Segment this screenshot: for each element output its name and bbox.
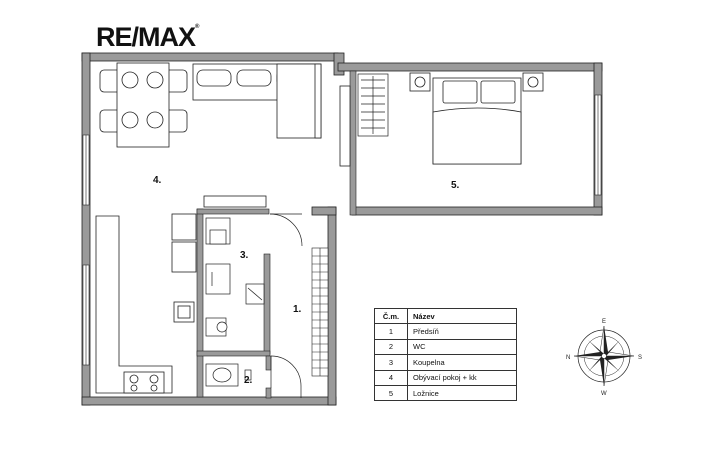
bed	[409, 72, 544, 165]
legend-cell-name: Ložnice	[407, 384, 517, 402]
legend-header-number: Č.m.	[374, 307, 408, 325]
room-label-5: 5.	[451, 180, 460, 191]
room-label-4: 4.	[153, 175, 162, 186]
windows	[82, 94, 602, 366]
room-label-1: 1.	[293, 304, 302, 315]
wardrobe-hall	[311, 247, 329, 377]
room-label-3: 3.	[240, 250, 249, 261]
dining-table	[99, 62, 188, 148]
wardrobe-bedroom	[357, 73, 389, 137]
doors	[269, 213, 303, 398]
legend-header-name: Název	[407, 307, 517, 325]
logo-text: RE/MAX	[96, 22, 196, 52]
legend-cell-number: 3	[374, 354, 408, 371]
compass-rose: N E S W	[566, 319, 642, 397]
interior-walls	[196, 70, 357, 399]
legend-cell-number: 2	[374, 338, 408, 356]
table-row: 2 WC	[374, 338, 517, 356]
legend-cell-number: 5	[374, 384, 408, 402]
table-row: 5 Ložnice	[374, 384, 517, 402]
sofa	[192, 63, 351, 167]
room-legend-table: Č.m. Název 1 Předsíň 2 WC 3 Koupelna 4 O…	[374, 307, 517, 402]
legend-cell-number: 1	[374, 323, 408, 340]
legend-cell-name: Předsíň	[407, 323, 517, 340]
compass-n-label: N	[566, 355, 570, 361]
legend-cell-name: Koupelna	[407, 354, 517, 371]
registered-mark: ®	[195, 24, 200, 30]
table-row: 3 Koupelna	[374, 354, 517, 371]
room-label-2: 2.	[244, 375, 253, 386]
bathroom-fixtures	[205, 217, 265, 387]
legend-cell-number: 4	[374, 369, 408, 386]
legend-cell-name: Obývací pokoj + kk	[407, 369, 517, 386]
legend-cell-name: WC	[407, 338, 517, 356]
legend-header-row: Č.m. Název	[374, 307, 517, 325]
compass-w-label: W	[601, 391, 607, 397]
table-row: 4 Obývací pokoj + kk	[374, 369, 517, 386]
kitchen-counter	[95, 195, 267, 394]
compass-s-label: S	[638, 355, 642, 361]
compass-e-label: E	[602, 319, 606, 325]
remax-logo: RE/MAX®	[96, 24, 199, 51]
table-row: 1 Předsíň	[374, 323, 517, 340]
